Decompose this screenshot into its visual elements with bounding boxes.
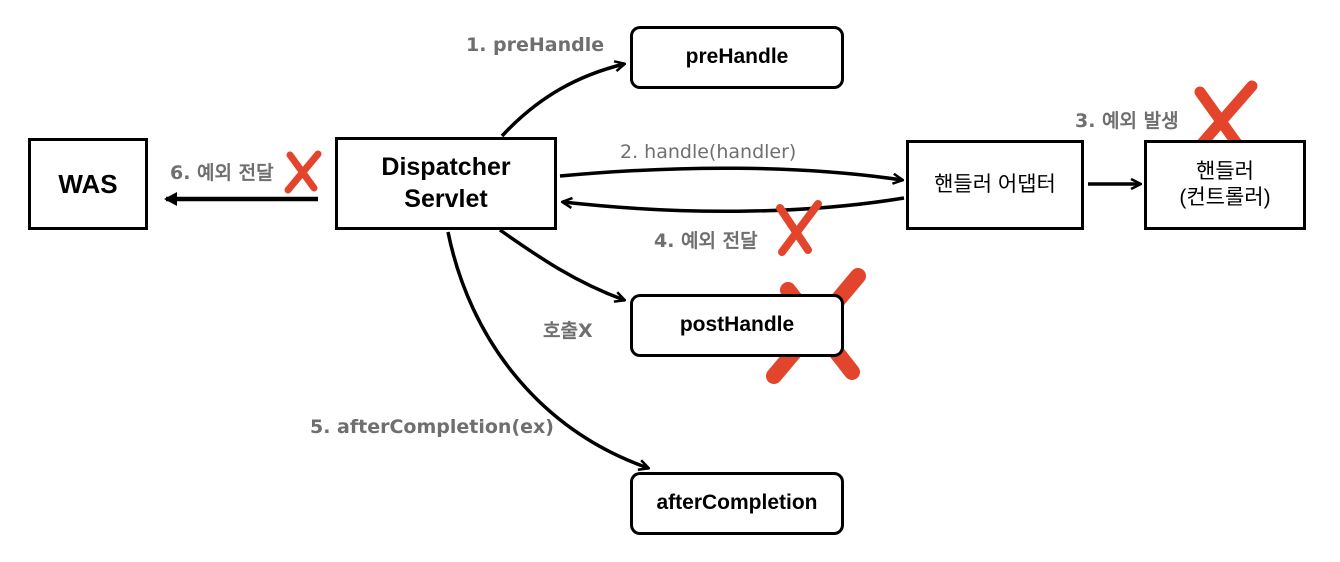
arrow-prehandle [500,64,624,138]
step1-label: 1. preHandle [466,34,605,56]
step3-label: 3. 예외 발생 [1075,110,1179,132]
posthandle-label: postHandle [679,313,795,337]
prehandle-box: preHandle [630,26,844,89]
handler-adapter-box: 핸들러 어댑터 [906,140,1084,230]
posthandle-box: postHandle [630,294,844,357]
arrow-handle [559,166,902,180]
aftercompletion-label: afterCompletion [656,491,818,515]
was-label: WAS [58,168,118,199]
not-called-label: 호출X [543,320,593,342]
was-box: WAS [28,138,148,230]
dispatcher-servlet-box: Dispatcher Servlet [335,137,557,230]
handler-controller-box: 핸들러 (컨트롤러) [1144,140,1306,230]
cross-icon-step6 [284,150,322,194]
step6-label: 6. 예외 전달 [170,162,274,184]
arrow-exception-return [563,196,905,214]
cross-icon-step4 [776,200,822,256]
dispatcher-servlet-label: Dispatcher Servlet [381,153,511,213]
handler-controller-label: 핸들러 (컨트롤러) [1179,159,1271,209]
arrow-posthandle [498,228,624,300]
handler-adapter-label: 핸들러 어댑터 [934,172,1056,196]
prehandle-label: preHandle [685,45,789,69]
step2-label: 2. handle(handler) [620,141,797,163]
cross-icon-step3 [1192,80,1258,154]
aftercompletion-box: afterCompletion [630,472,844,535]
step5-label: 5. afterCompletion(ex) [310,416,554,438]
step4-label: 4. 예외 전달 [654,230,758,252]
arrow-aftercompletion [446,231,648,468]
